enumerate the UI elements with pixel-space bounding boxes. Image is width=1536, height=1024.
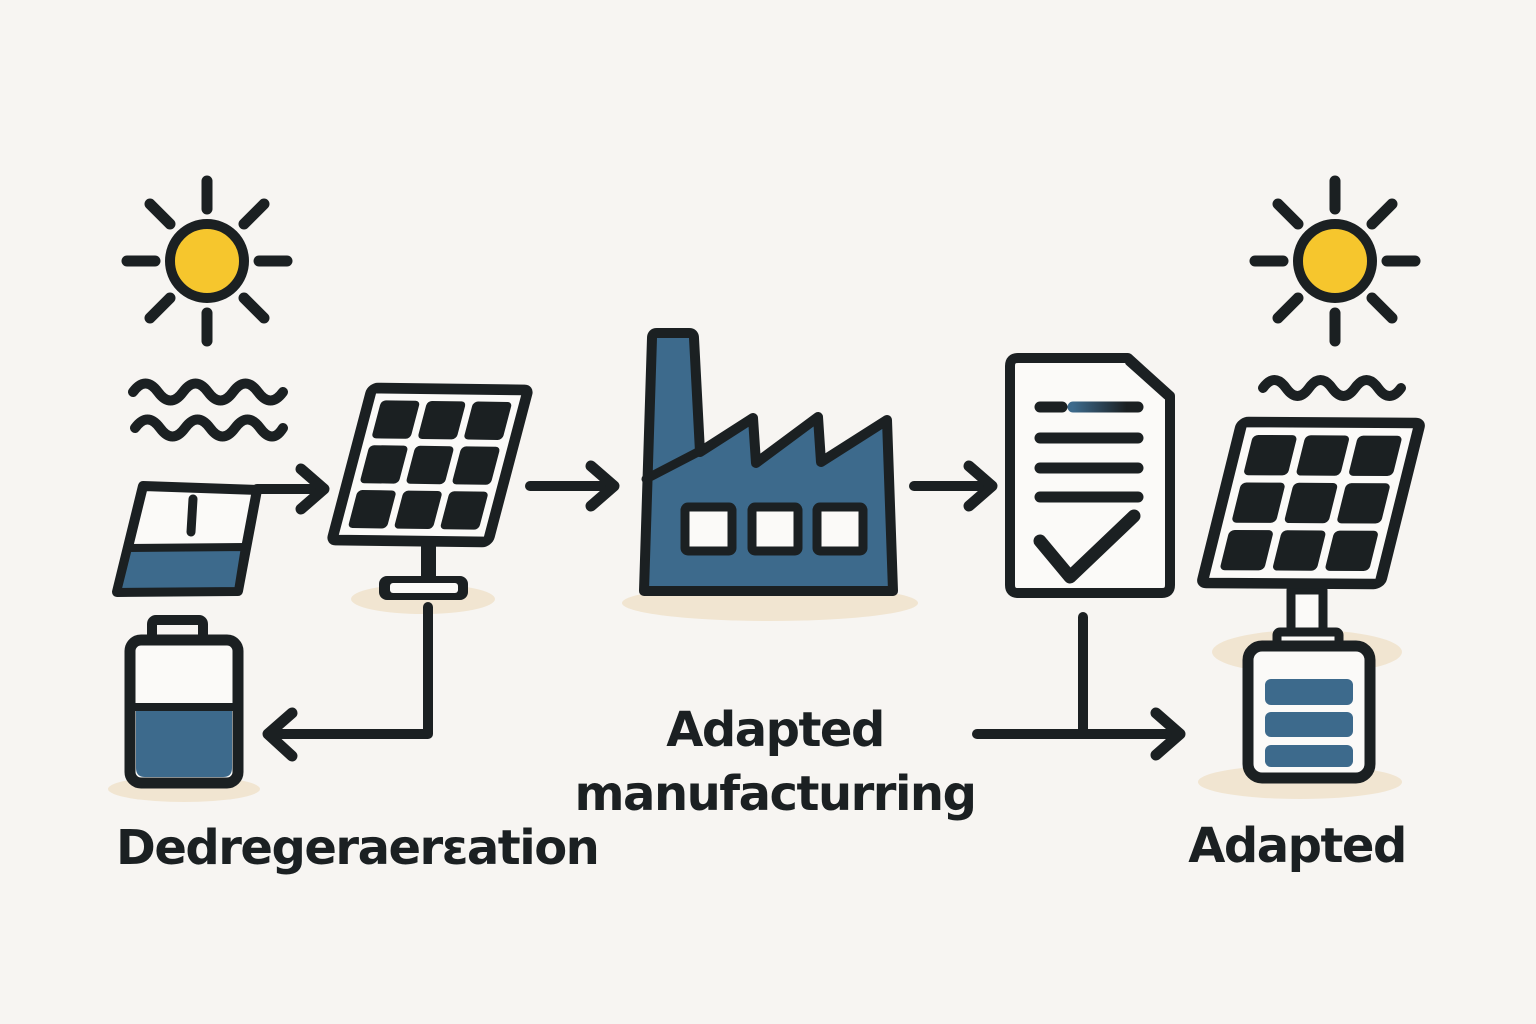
tilted-panel-icon	[112, 481, 262, 597]
right-caption: Adapted	[1188, 818, 1407, 874]
left-caption: Dedregeraerεation	[116, 820, 600, 876]
sun-icon	[127, 181, 287, 341]
arrow-down-right-icon	[972, 612, 1186, 761]
arrow-right-icon	[909, 460, 998, 512]
center-caption-line2: manufacturring	[574, 766, 977, 822]
factory-icon	[639, 328, 898, 596]
solar-panel-battery-icon	[1197, 416, 1425, 784]
heat-waves-icon	[1258, 375, 1406, 401]
checklist-document-icon	[1005, 353, 1175, 598]
solar-panel-icon	[327, 382, 533, 600]
arrow-right-icon	[252, 463, 330, 515]
center-caption: Adapted manufacturring	[525, 698, 1025, 826]
arrow-down-left-icon	[262, 602, 433, 762]
center-caption-line1: Adapted	[666, 702, 885, 758]
sun-icon	[1255, 181, 1415, 341]
heat-waves-icon	[128, 378, 288, 442]
battery-half-icon	[124, 615, 244, 789]
arrow-right-icon	[525, 460, 620, 512]
